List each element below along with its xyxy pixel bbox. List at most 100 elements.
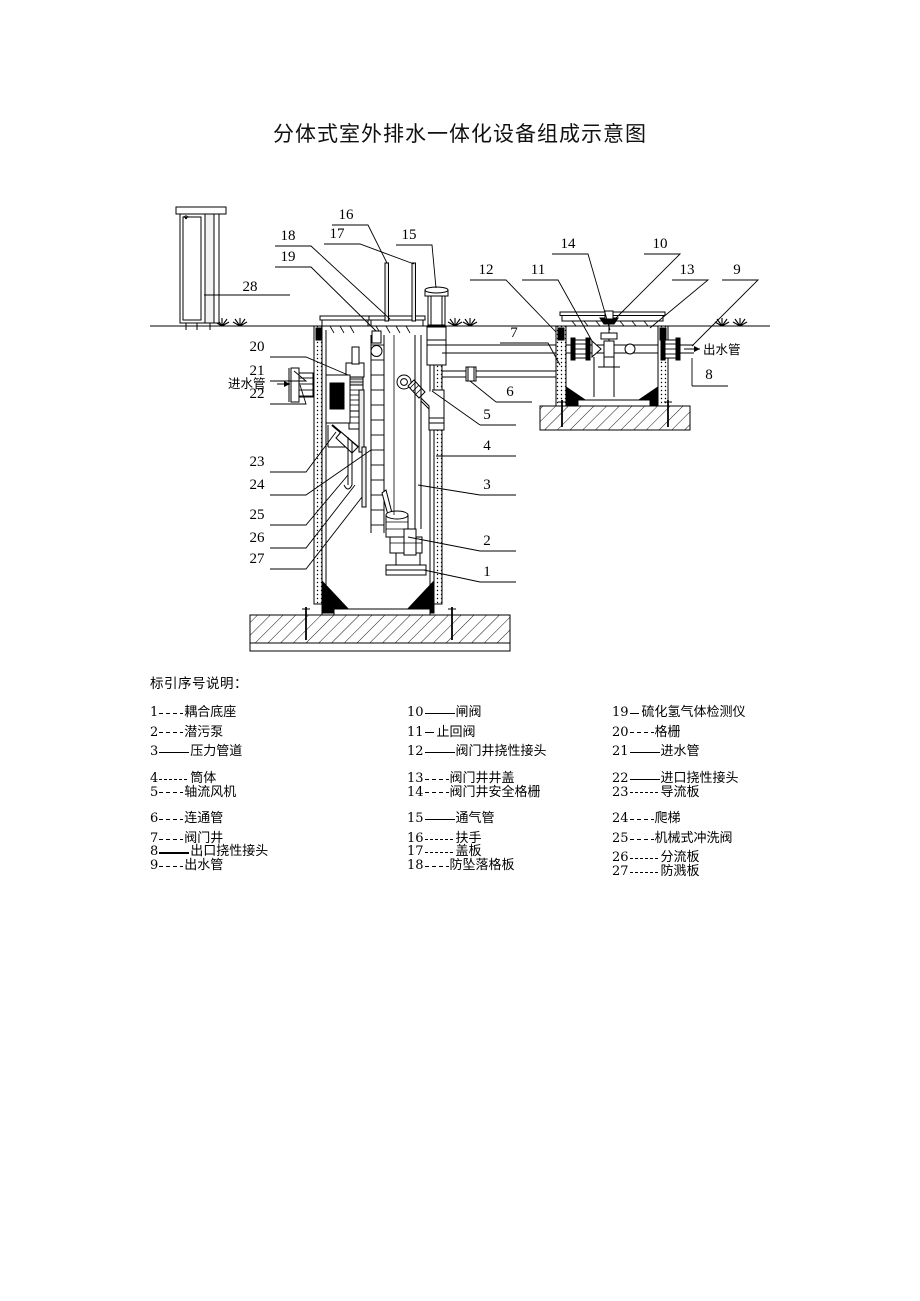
inlet-pipe-label: 进水管 (228, 376, 266, 391)
legend-item-label: 闸阀 (455, 705, 482, 720)
valve-pit-foundation (539, 400, 691, 431)
legend-item-number: 5 (150, 784, 159, 800)
legend-leader-dash-icon (424, 814, 455, 824)
legend-item-label: 止回阀 (436, 724, 476, 740)
legend-dash-bar (424, 752, 455, 754)
legend-item-number: 2 (150, 724, 159, 740)
legend-leader-dash-icon (629, 774, 660, 784)
callout-number-6: 6 (506, 384, 514, 400)
legend-item-label: 阀门井挠性接头 (455, 744, 547, 760)
legend-item-label: 耦合底座 (184, 705, 237, 720)
outlet-pipe-label: 出水管 (703, 342, 741, 357)
callout-number-9: 9 (733, 262, 741, 278)
legend-item-label: 通气管 (455, 811, 495, 827)
legend-dash-bar (629, 752, 660, 754)
legend-spacer (407, 799, 622, 812)
callout-number-3: 3 (483, 477, 491, 493)
legend-item-4: 4 筒体 (150, 772, 365, 786)
legend-item-label: 防坠落格板 (449, 858, 515, 874)
legend-leader-dash-icon (629, 833, 654, 844)
legend-item-26: 26 分流板 (612, 851, 827, 865)
connecting-pipe (442, 366, 556, 382)
legend-item-number: 3 (150, 744, 159, 760)
legend-leader-dash-icon (424, 773, 449, 784)
legend-item-label: 压力管道 (190, 744, 243, 760)
legend-item-label: 盖板 (455, 844, 482, 860)
legend-item-label: 筒体 (190, 770, 217, 786)
callout-number-1: 1 (483, 564, 491, 580)
legend-item-label: 出口挠性接头 (190, 844, 269, 860)
legend-leader-dash-icon (629, 727, 654, 738)
legend-item-number: 24 (612, 811, 629, 827)
legend-item-3: 3 压力管道 (150, 745, 365, 759)
legend-item-number: 17 (407, 844, 424, 860)
legend-item-number: 21 (612, 744, 629, 760)
callout-number-7: 7 (510, 325, 518, 341)
legend-leader-dash-icon (629, 787, 660, 798)
legend-item-label: 阀门井井盖 (449, 770, 515, 786)
legend-item-label: 分流板 (660, 850, 700, 866)
legend-item-number: 15 (407, 811, 424, 827)
legend-dash-bar (629, 778, 660, 781)
legend-item-number: 7 (150, 830, 159, 846)
callout-number-28: 28 (243, 279, 258, 295)
legend-item-number: 4 (150, 770, 159, 786)
legend-item-number: 14 (407, 784, 424, 800)
legend-heading: 标引序号说明： (150, 676, 248, 692)
valve-pit (555, 310, 700, 407)
legend-item-15: 15 通气管 (407, 812, 622, 826)
callout-number-15: 15 (402, 227, 417, 243)
legend-item-number: 20 (612, 724, 629, 740)
legend-leader-dash-icon (424, 860, 449, 871)
legend-leader-dash-icon (159, 847, 190, 857)
legend-leader-dash-icon (629, 853, 660, 864)
callout-number-14: 14 (561, 236, 577, 252)
legend-item-20: 20 格栅 (612, 724, 827, 740)
leader-lines (204, 224, 760, 583)
callout-number-26: 26 (250, 530, 266, 546)
legend-item-label: 阀门井 (184, 830, 224, 846)
legend-item-number: 1 (150, 705, 159, 720)
legend-item-number: 16 (407, 830, 424, 846)
legend-dash-bar (159, 852, 190, 854)
legend-item-label: 扶手 (455, 830, 482, 846)
legend-item-label: 机械式冲洗阀 (654, 830, 733, 846)
legend-leader-dash-icon (424, 833, 455, 844)
legend-spacer (407, 759, 622, 772)
legend-item-number: 26 (612, 850, 629, 866)
callout-number-22: 22 (250, 386, 265, 402)
legend-item-12: 12 阀门井挠性接头 (407, 745, 622, 759)
legend-item-5: 5 轴流风机 (150, 784, 365, 800)
legend-item-number: 22 (612, 770, 629, 786)
legend-item-label: 进水管 (660, 744, 700, 760)
schematic-svg: 1234567891011121314151617181920212223242… (150, 206, 770, 652)
legend-item-label: 格栅 (654, 724, 681, 740)
legend-item-number: 12 (407, 744, 424, 760)
callout-number-17: 17 (330, 226, 346, 242)
callout-number-20: 20 (250, 339, 265, 355)
legend-leader-dash-icon (424, 708, 455, 718)
legend-dash-bar (424, 712, 455, 715)
legend-item-label: 轴流风机 (184, 784, 237, 800)
pressure-pipe (414, 335, 422, 529)
legend-leader-dash-icon (159, 707, 184, 718)
callout-number-13: 13 (680, 262, 695, 278)
legend-leader-dash-icon (629, 707, 641, 718)
callout-number-21: 21 (250, 363, 265, 379)
deflector-plate (325, 374, 359, 448)
legend-leader-dash-icon (629, 866, 660, 877)
legend-leader-dash-icon (629, 814, 654, 825)
legend-spacer (612, 799, 827, 812)
discharge-line (442, 344, 556, 354)
